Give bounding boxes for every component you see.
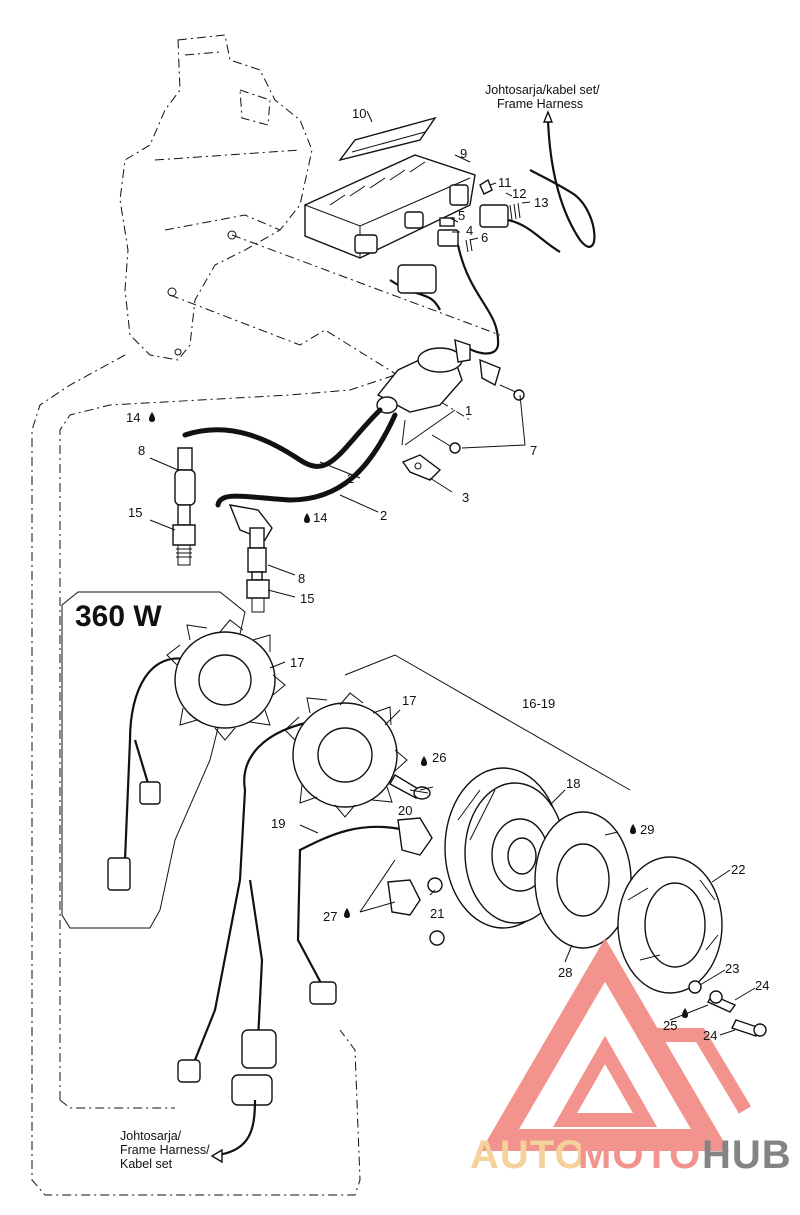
callout-8-a: 8 (138, 443, 145, 458)
section-title: 360 W (75, 600, 162, 633)
callout-18: 18 (566, 776, 580, 791)
callout-5: 5 (458, 208, 465, 223)
callout-29: 29 (640, 822, 654, 837)
callout-13: 13 (534, 195, 548, 210)
hardware-flywheel (688, 980, 767, 1037)
callout-21: 21 (430, 906, 444, 921)
callout-7: 7 (530, 443, 537, 458)
callout-8-b: 8 (298, 571, 305, 586)
callout-15-b: 15 (300, 591, 314, 606)
spark-plug-left (172, 447, 196, 566)
callout-20: 20 (398, 803, 412, 818)
oil-tank (119, 34, 313, 361)
ht-cable-2 (215, 412, 398, 508)
harness-note-top-line2: Frame Harness (497, 97, 583, 111)
callout-6: 6 (481, 230, 488, 245)
ht-cable-1 (182, 407, 383, 469)
inset-frame (61, 591, 246, 929)
watermark-logo: AUTO MOTO HUB (470, 938, 792, 1177)
callout-2-b: 2 (380, 508, 387, 523)
decal (338, 116, 437, 162)
callout-3: 3 (462, 490, 469, 505)
callout-labels: 10 9 11 12 13 5 4 6 1 7 14 8 2 3 2 14 15… (126, 106, 769, 1043)
stator-inset (107, 619, 286, 891)
callout-24-b: 24 (703, 1028, 717, 1043)
connectors-group (437, 178, 561, 253)
callout-17-b: 17 (402, 693, 416, 708)
watermark-hub: HUB (702, 1133, 792, 1177)
callout-22: 22 (731, 862, 745, 877)
spark-plug-right (228, 504, 273, 613)
callout-1: 1 (465, 403, 472, 418)
stator-main (177, 692, 408, 1106)
clip (401, 454, 442, 481)
callout-9: 9 (460, 146, 467, 161)
watermark-auto: AUTO (470, 1133, 587, 1177)
callout-11: 11 (498, 175, 512, 190)
arrow-head-top (542, 110, 554, 123)
flywheel (444, 767, 566, 929)
callout-2-a: 2 (347, 471, 354, 486)
callout-14-a: 14 (126, 410, 140, 425)
harness-note-bottom-line1: Johtosarja/ (120, 1129, 182, 1143)
oil-drop-icon (149, 412, 688, 1018)
callout-14-b: 14 (313, 510, 327, 525)
arrow-head-bottom (210, 1148, 223, 1164)
pickup-sensors (296, 817, 433, 1005)
screws (431, 384, 526, 454)
frame-harness-wire-top (529, 119, 596, 248)
callout-16-19: 16-19 (522, 696, 555, 711)
starter-cup (617, 856, 723, 994)
callout-26: 26 (432, 750, 446, 765)
harness-note-top-line1: Johtosarja/kabel set/ (485, 83, 600, 97)
watermark-moto: MOTO (578, 1133, 701, 1177)
callout-17-a: 17 (290, 655, 304, 670)
callout-24-a: 24 (755, 978, 769, 993)
frame-harness-wire-bottom (217, 1099, 257, 1157)
bracket-16-19 (344, 654, 631, 791)
callout-12: 12 (512, 186, 526, 201)
callout-10: 10 (352, 106, 366, 121)
callout-19: 19 (271, 816, 285, 831)
callout-28: 28 (558, 965, 572, 980)
cdi-module (304, 154, 476, 259)
callout-27: 27 (323, 909, 337, 924)
harness-note-bottom-line3: Kabel set (120, 1157, 173, 1171)
callout-23: 23 (725, 961, 739, 976)
callout-25: 25 (663, 1018, 677, 1033)
bolts-stator (389, 774, 445, 946)
leader-coil (401, 419, 406, 446)
ring-gear (534, 811, 632, 949)
leader-lines (149, 110, 756, 1036)
ignition-coil (376, 244, 501, 414)
callout-15-a: 15 (128, 505, 142, 520)
callout-4: 4 (466, 223, 473, 238)
harness-note-bottom-line2: Frame Harness/ (120, 1143, 210, 1157)
